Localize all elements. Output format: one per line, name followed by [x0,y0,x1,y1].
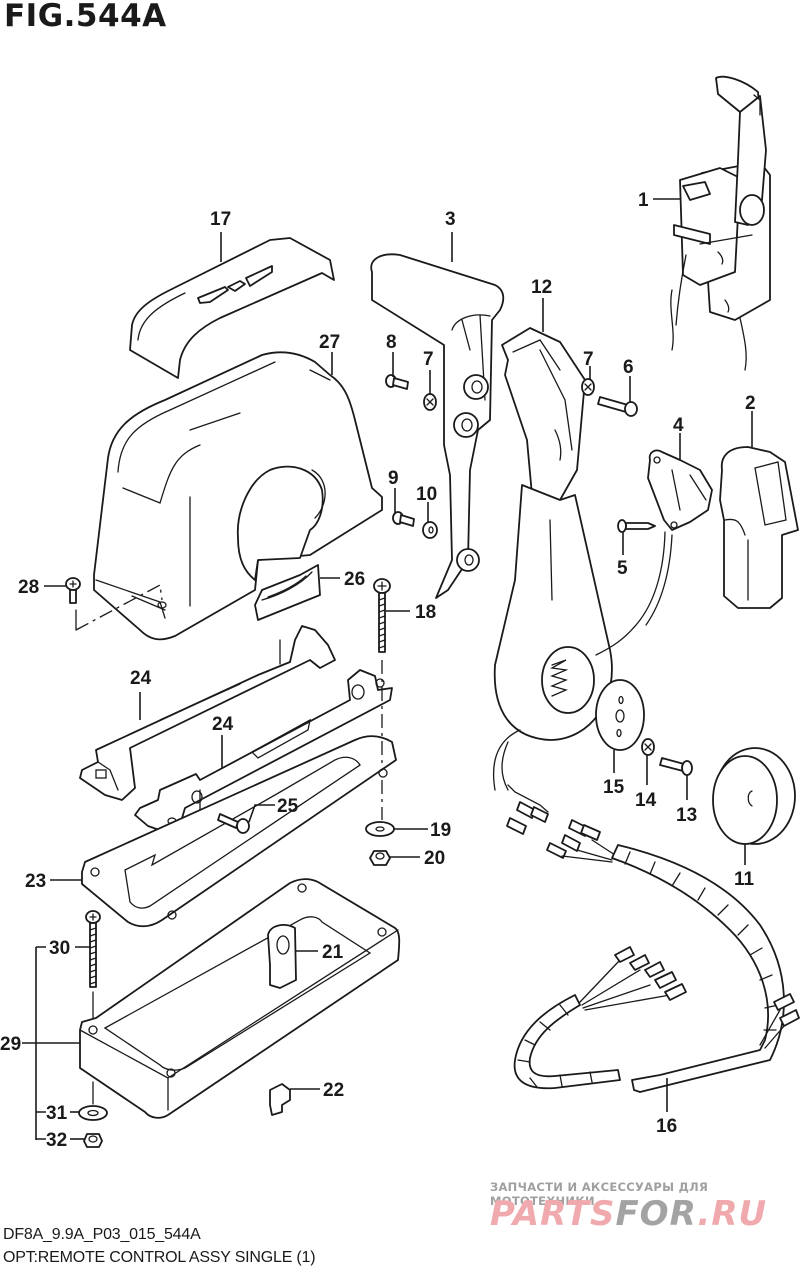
callout-6: 6 [623,357,634,378]
part-31-washer[interactable] [78,1105,108,1121]
figure-code: DF8A_9.9A_P03_015_544A [3,1226,201,1243]
callout-17: 17 [210,209,231,230]
figure-caption: OPT:REMOTE CONTROL ASSY SINGLE (1) [3,1249,316,1266]
part-10-washer[interactable] [422,521,438,539]
callout-26: 26 [344,569,365,590]
callout-28: 28 [18,577,39,598]
part-18-long-screw[interactable] [373,578,391,820]
callout-5: 5 [617,558,628,579]
watermark-brand-parts: PARTS [490,1194,616,1234]
part-4-switch[interactable] [595,449,713,656]
part-21-bracket[interactable] [267,924,297,989]
watermark-brand: PARTSFOR.RU [490,1194,767,1234]
callout-16: 16 [656,1116,677,1137]
callout-4: 4 [673,415,684,436]
part-27-housing-cover[interactable] [93,351,383,641]
callout-24-upper: 24 [130,668,152,689]
part-16-wiring-harness[interactable] [506,784,800,1093]
part-32-nut[interactable] [83,1133,103,1148]
part-14-lock-washer[interactable] [641,738,655,756]
callout-15: 15 [603,777,625,798]
part-8-bolt[interactable] [385,374,409,390]
callout-10: 10 [416,484,437,505]
callout-20: 20 [424,848,445,869]
part-22-clip[interactable] [269,1083,291,1116]
part-30-screw[interactable] [85,910,101,1105]
callout-18: 18 [415,602,436,623]
part-5-screw[interactable] [617,519,656,533]
part-19-washer[interactable] [365,821,395,837]
part-29-base-frame[interactable] [79,878,401,1119]
leader-lines [22,198,753,1140]
watermark-brand-ru: .RU [697,1194,768,1234]
part-7-lock-washer-right[interactable] [581,378,595,396]
callout-3: 3 [445,209,456,230]
part-13-screw[interactable] [659,757,693,776]
callout-21: 21 [322,942,344,963]
callout-2: 2 [745,393,756,414]
callout-7-right: 7 [583,349,594,370]
part-2-cover[interactable] [719,446,799,609]
figure-title: FIG.544A [4,0,167,34]
part-9-bolt[interactable] [392,511,415,527]
callout-7-left: 7 [423,349,434,370]
part-15-plate[interactable] [595,679,645,751]
watermark-subtitle: ЗАПЧАСТИ И АКСЕССУАРЫ ДЛЯ МОТОТЕХНИКИ [490,1180,709,1208]
part-26-cover-plate[interactable] [254,564,321,621]
callout-30: 30 [49,938,70,959]
part-11-cap[interactable] [712,747,796,845]
part-28-screw[interactable] [65,577,163,631]
callout-29: 29 [0,1034,21,1055]
callout-12: 12 [531,277,552,298]
part-7-lock-washer-left[interactable] [423,393,437,411]
part-25-screw[interactable] [217,813,250,834]
callout-19: 19 [430,820,451,841]
callout-14: 14 [635,790,657,811]
part-12-lever[interactable] [492,327,613,791]
callout-11: 11 [734,869,755,890]
callout-13: 13 [676,805,697,826]
watermark-brand-for: FOR [615,1194,698,1234]
callout-8: 8 [386,332,397,353]
callout-31: 31 [46,1103,68,1124]
callout-9: 9 [388,468,399,489]
callout-32: 32 [46,1130,67,1151]
callout-labels: 1 2 3 4 5 6 7 7 8 9 10 11 12 13 14 15 16… [0,190,756,1151]
part-1-remote-control-assy[interactable] [670,75,771,371]
callout-27: 27 [319,332,340,353]
callout-22: 22 [323,1080,344,1101]
callout-1: 1 [638,190,649,211]
part-17-top-cover[interactable] [129,237,335,379]
part-24-rail-upper[interactable] [79,625,336,801]
part-6-screw[interactable] [597,396,638,417]
callout-25: 25 [277,796,299,817]
callout-23: 23 [25,871,46,892]
part-3-handle-grip[interactable] [370,253,505,599]
callout-24-lower: 24 [212,714,234,735]
part-20-nut[interactable] [369,850,391,866]
